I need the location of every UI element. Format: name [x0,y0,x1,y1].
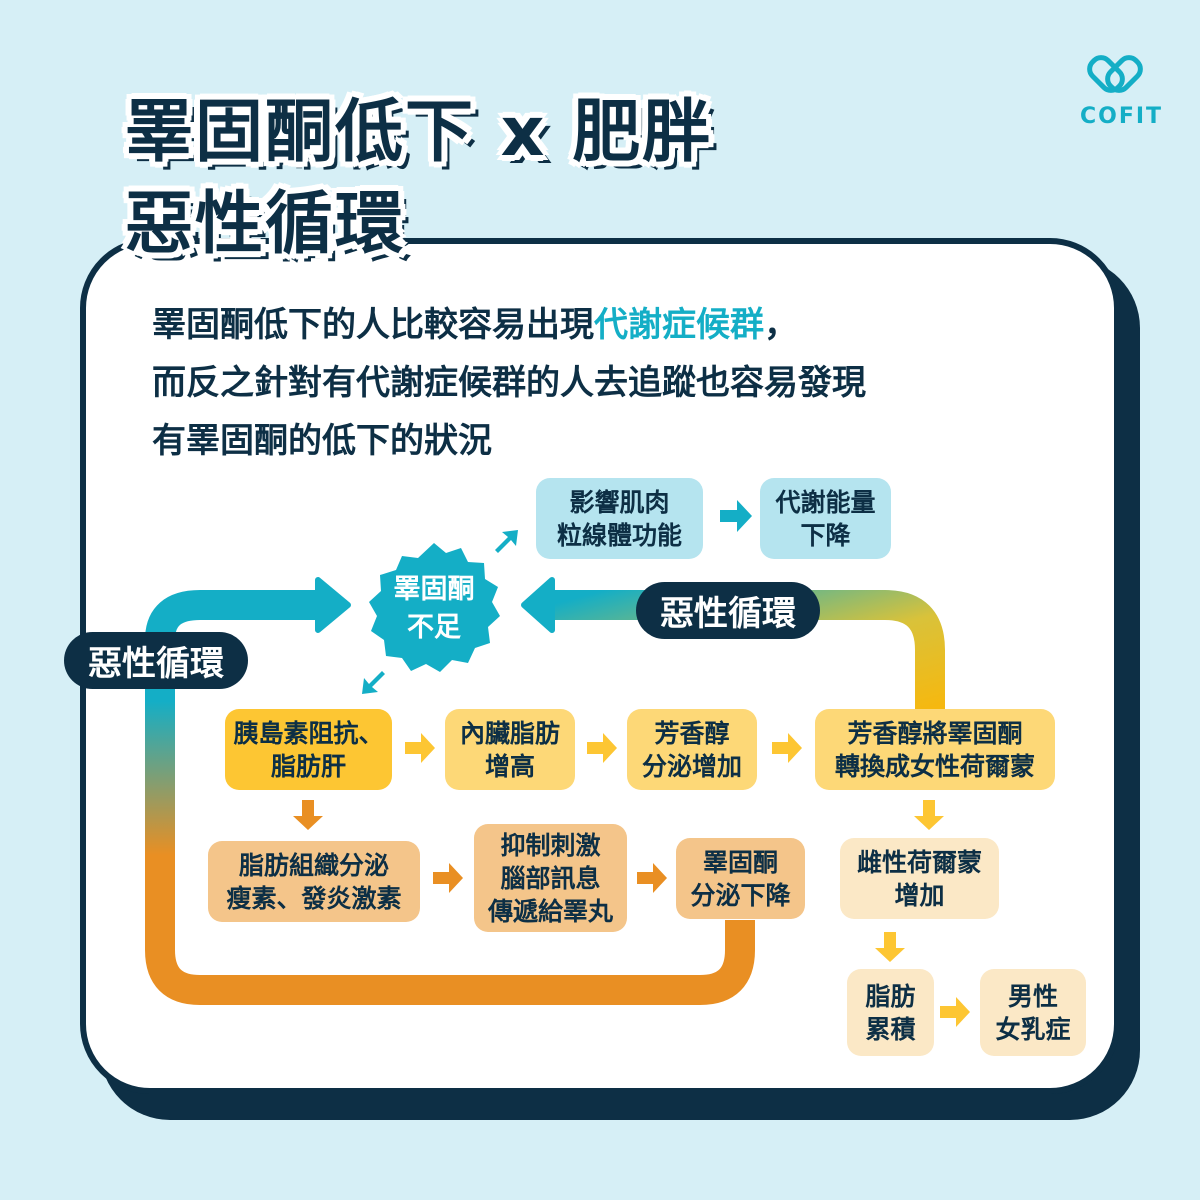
testosterone-deficiency-badge: 睪固酮 不足 [366,541,502,677]
title-line-1: 睪固酮低下 x 肥胖 [125,93,713,172]
arrow-8 [433,863,463,893]
starburst-icon [369,543,500,672]
arrow-1 [405,733,435,763]
left-loop-arrowhead [315,577,351,633]
arrow-up-right [495,530,518,553]
highlight-term: 代謝症候群 [594,305,764,345]
arrow-2 [587,733,617,763]
left-loop-line [145,590,755,1005]
box-muscle-mitochondria: 影響肌肉 粒線體功能 [536,478,703,559]
box-suppress-signal: 抑制刺激 腦部訊息 傳遞給睪丸 [474,824,627,932]
box-estrogen-increase: 雌性荷爾蒙 增加 [840,838,999,919]
vicious-cycle-label-right: 惡性循環 [636,582,820,639]
box-aromatase-conversion: 芳香醇將睪固酮 轉換成女性荷爾蒙 [815,709,1055,790]
heart-logo-icon [1087,55,1143,93]
box-metabolism-down: 代謝能量 下降 [760,478,891,559]
right-loop-line [550,590,945,710]
arrow-9 [637,863,667,893]
arrow-down-left [362,671,385,694]
box-leptin: 脂肪組織分泌 瘦素、發炎激素 [208,841,420,922]
arrow-down-4 [914,800,944,830]
arrow-right-teal [720,500,752,532]
box-testosterone-down: 睪固酮 分泌下降 [676,838,805,919]
box-insulin-resistance: 胰島素阻抗、 脂肪肝 [225,709,392,790]
title-line-2: 惡性循環 [125,185,406,264]
box-fat-accumulation: 脂肪 累積 [847,969,934,1056]
arrow-down-5 [875,932,905,962]
vicious-cycle-label-left: 惡性循環 [64,632,248,689]
cofit-logo: COFIT [1080,52,1164,129]
logo-text: COFIT [1080,104,1164,129]
arrow-3 [772,733,802,763]
intro-text: 睪固酮低下的人比較容易出現代謝症候群， 而反之針對有代謝症候群的人去追蹤也容易發… [152,305,866,461]
box-visceral-fat: 內臟脂肪 增高 [445,709,575,790]
arrow-6 [940,997,970,1027]
box-gynecomastia: 男性 女乳症 [980,969,1086,1056]
content-card [80,238,1120,1094]
arrow-down-7 [293,800,323,830]
right-loop-arrowhead [521,577,555,633]
box-aromatase: 芳香醇 分泌增加 [627,709,757,790]
